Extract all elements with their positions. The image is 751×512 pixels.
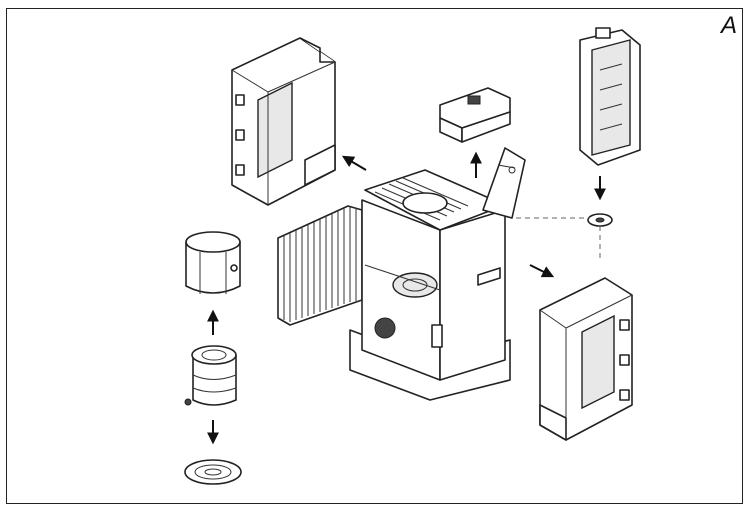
- figure-label: A: [720, 12, 737, 39]
- top-lid: [482, 147, 526, 219]
- heater-body: [349, 169, 511, 401]
- figure-frame: [6, 8, 743, 504]
- grille-screen: [277, 205, 363, 326]
- fuel-tank: [579, 27, 641, 166]
- tank-cap: [587, 213, 613, 227]
- left-side-panel: [231, 37, 336, 206]
- right-side-panel: [539, 277, 633, 441]
- control-module: [439, 87, 511, 143]
- burner-chimney: [185, 231, 241, 294]
- burner-base-tray: [184, 459, 242, 485]
- guide-lines: [516, 217, 601, 260]
- burner-assembly: [184, 345, 237, 406]
- direction-arrows: [207, 151, 606, 445]
